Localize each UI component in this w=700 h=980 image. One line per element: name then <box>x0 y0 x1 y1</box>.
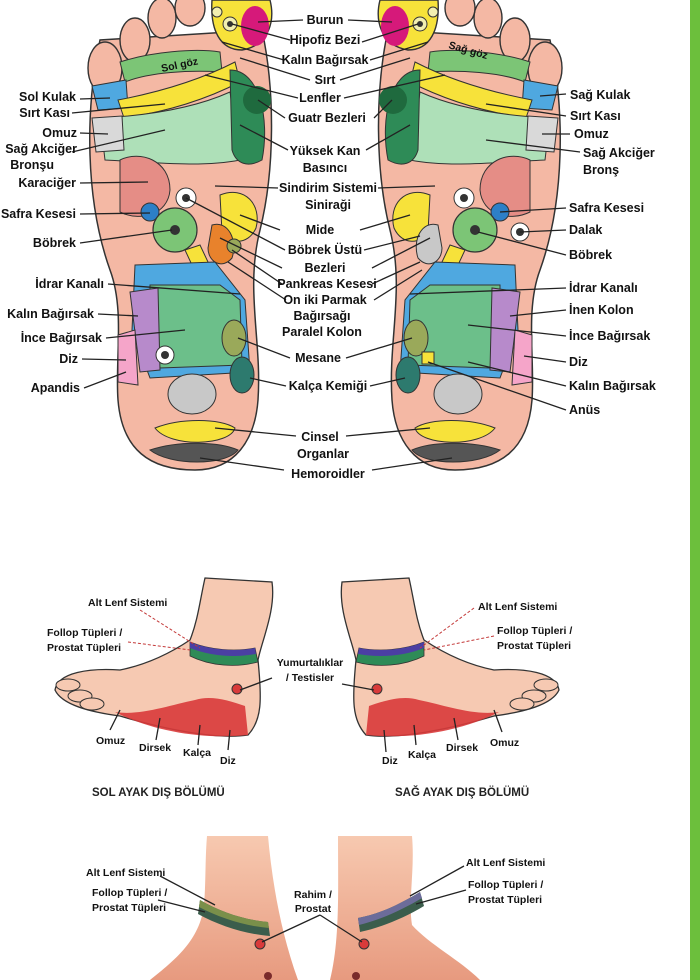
label-karaciger: Karaciğer <box>18 176 76 190</box>
label-right-bobrek: Böbrek <box>569 248 612 262</box>
label-yuksek-kan-1: Yüksek Kan <box>290 144 361 158</box>
label-sirt: Sırt <box>315 73 337 87</box>
label-outer-right-dirsek: Dirsek <box>446 742 478 754</box>
accent-side-bar <box>690 0 700 980</box>
label-outer-left-follop-2: Prostat Tüpleri <box>47 642 121 654</box>
label-right-safra: Safra Kesesi <box>569 201 644 215</box>
label-inner-right-follop-1: Follop Tüpleri / <box>468 879 543 891</box>
caption-sag-ayak: SAĞ AYAK DIŞ BÖLÜMÜ <box>395 786 529 799</box>
right-foot-outer-view <box>340 577 560 737</box>
label-right-ince: İnce Bağırsak <box>569 328 650 343</box>
label-mide: Mide <box>306 223 335 237</box>
label-outer-left-kalca: Kalça <box>183 747 211 759</box>
label-right-diz: Diz <box>569 355 588 369</box>
label-cinsel-2: Organlar <box>297 447 349 461</box>
label-on-iki: On iki Parmak <box>283 293 366 307</box>
label-rahim-1: Rahim / <box>294 889 332 901</box>
label-inner-left-follop-2: Prostat Tüpleri <box>92 902 166 914</box>
label-sol-kulak: Sol Kulak <box>19 90 76 104</box>
label-apandis: Apandis <box>31 381 80 395</box>
label-outer-left-alt-lenf: Alt Lenf Sistemi <box>88 597 167 609</box>
label-right-akciger-2: Bronş <box>583 163 619 177</box>
label-yumurta-2: / Testisler <box>286 672 334 684</box>
label-right-sirt-kasi: Sırt Kası <box>570 109 621 123</box>
label-bobrek-ustu-1: Böbrek Üstü <box>288 242 362 257</box>
label-bagirsagi: Bağırsağı <box>294 309 351 323</box>
sole-leader-lines <box>71 19 581 471</box>
label-cinsel-1: Cinsel <box>301 430 339 444</box>
label-sag-kulak: Sağ Kulak <box>570 88 630 102</box>
label-right-idrar: İdrar Kanalı <box>569 280 638 295</box>
label-kalca-kemigi: Kalça Kemiği <box>289 379 368 393</box>
label-hipofiz: Hipofiz Bezi <box>290 33 361 47</box>
right-foot-inner-view <box>330 836 480 980</box>
label-yuksek-kan-2: Basıncı <box>303 161 347 175</box>
label-bobrek-ustu-2: Bezleri <box>305 261 346 275</box>
label-right-akciger-1: Sağ Akciğer <box>583 146 655 160</box>
center-labels: Burun Hipofiz Bezi Kalın Bağırsak Sırt L… <box>277 13 377 481</box>
label-left-sirt-kasi: Sırt Kası <box>19 106 70 120</box>
inner-leader-lines <box>157 865 467 943</box>
label-outer-left-omuz: Omuz <box>96 735 125 747</box>
label-inner-left-follop-1: Follop Tüpleri / <box>92 887 167 899</box>
label-lenfler: Lenfler <box>299 91 341 105</box>
label-left-safra: Safra Kesesi <box>1 207 76 221</box>
left-foot-inner-view <box>150 836 298 980</box>
outer-view-labels: Alt Lenf Sistemi Follop Tüpleri / Prosta… <box>47 597 572 799</box>
label-left-kalin: Kalın Bağırsak <box>7 307 94 321</box>
label-left-ince: İnce Bağırsak <box>21 330 102 345</box>
right-sole <box>377 0 563 471</box>
label-pankreas: Pankreas Kesesi <box>277 277 376 291</box>
label-outer-right-follop-2: Prostat Tüpleri <box>497 640 571 652</box>
left-foot-labels: Sol Kulak Sırt Kası Omuz Sağ Akciğer Bro… <box>1 90 104 395</box>
label-outer-right-omuz: Omuz <box>490 737 519 749</box>
label-mesane: Mesane <box>295 351 341 365</box>
label-sindirim-1: Sindirim Sistemi <box>279 181 377 195</box>
label-left-idrar: İdrar Kanalı <box>35 276 104 291</box>
label-outer-right-kalca: Kalça <box>408 749 436 761</box>
label-hemoroidler: Hemoroidler <box>291 467 365 481</box>
label-left-diz: Diz <box>59 352 78 366</box>
label-rahim-2: Prostat <box>295 903 332 915</box>
label-yumurta-1: Yumurtalıklar <box>277 657 344 669</box>
label-outer-right-follop-1: Follop Tüpleri / <box>497 625 572 637</box>
label-right-omuz: Omuz <box>574 127 609 141</box>
left-sole <box>87 0 273 471</box>
inner-view-labels: Alt Lenf Sistemi Follop Tüpleri / Prosta… <box>86 857 545 915</box>
label-outer-right-alt-lenf: Alt Lenf Sistemi <box>478 601 557 613</box>
outer-leader-lines <box>109 607 503 753</box>
label-outer-right-diz: Diz <box>382 755 398 767</box>
label-right-kalin: Kalın Bağırsak <box>569 379 656 393</box>
label-burun: Burun <box>307 13 344 27</box>
label-anus: Anüs <box>569 403 600 417</box>
left-foot-outer-view <box>54 577 274 737</box>
label-left-akciger-2: Bronşu <box>10 158 54 172</box>
caption-sol-ayak: SOL AYAK DIŞ BÖLÜMÜ <box>92 786 225 799</box>
label-outer-left-follop-1: Follop Tüpleri / <box>47 627 122 639</box>
label-left-akciger-1: Sağ Akciğer <box>5 142 77 156</box>
label-outer-left-dirsek: Dirsek <box>139 742 171 754</box>
label-outer-left-diz: Diz <box>220 755 236 767</box>
label-left-omuz: Omuz <box>42 126 77 140</box>
label-left-bobrek: Böbrek <box>33 236 76 250</box>
label-guatr: Guatr Bezleri <box>288 111 366 125</box>
label-paralel-kolon: Paralel Kolon <box>282 325 362 339</box>
label-kalin-bagirsak-center: Kalın Bağırsak <box>282 53 369 67</box>
label-sindirim-2: Siniraği <box>305 198 351 212</box>
right-foot-labels: Sağ Kulak Sırt Kası Omuz Sağ Akciğer Bro… <box>569 88 656 417</box>
label-inner-left-alt-lenf: Alt Lenf Sistemi <box>86 867 165 879</box>
label-dalak: Dalak <box>569 223 602 237</box>
label-inner-right-alt-lenf: Alt Lenf Sistemi <box>466 857 545 869</box>
label-inner-right-follop-2: Prostat Tüpleri <box>468 894 542 906</box>
label-inen-kolon: İnen Kolon <box>569 302 634 317</box>
